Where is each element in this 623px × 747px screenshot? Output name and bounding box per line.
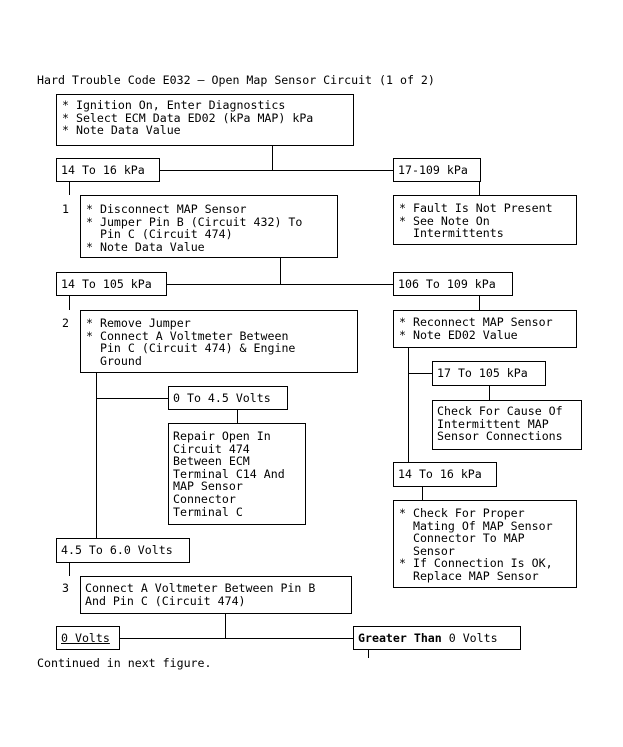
start-box: * Ignition On, Enter Diagnostics * Selec… [56, 94, 354, 146]
branch-0-volts: 0 Volts [56, 626, 120, 650]
connector [120, 638, 353, 639]
connector [69, 296, 70, 310]
connector [489, 386, 490, 400]
check-intermittent-box: Check For Cause Of Intermittent MAP Sens… [432, 400, 582, 450]
fault-not-present-box: * Fault Is Not Present * See Note On Int… [393, 195, 577, 245]
step2-box: * Remove Jumper * Connect A Voltmeter Be… [80, 310, 358, 373]
connector [96, 398, 168, 399]
connector [225, 614, 226, 638]
check-mating-box: * Check For Proper Mating Of MAP Sensor … [393, 500, 577, 588]
branch-14-16-kpa: 14 To 16 kPa [56, 158, 160, 182]
connector [69, 563, 70, 576]
step-number-2: 2 [62, 316, 69, 330]
connector [422, 487, 423, 500]
step-number-3: 3 [62, 581, 69, 595]
greater-than-label: Greater Than [358, 631, 442, 645]
connector [408, 348, 409, 462]
connector [160, 170, 393, 171]
branch-14-16-kpa-b: 14 To 16 kPa [393, 462, 497, 487]
step1-box: * Disconnect MAP Sensor * Jumper Pin B (… [80, 195, 338, 258]
step-number-1: 1 [62, 202, 69, 216]
greater-than-value: 0 Volts [441, 631, 498, 645]
footer-note: Continued in next figure. [37, 656, 212, 670]
diagram-title: Hard Trouble Code E032 – Open Map Sensor… [37, 73, 435, 87]
branch-106-109-kpa: 106 To 109 kPa [393, 272, 513, 296]
branch-4.5-6.0-volts: 4.5 To 6.0 Volts [56, 538, 190, 563]
connector [237, 410, 238, 423]
branch-greater-than-0-volts: Greater Than 0 Volts [353, 626, 521, 650]
connector [479, 182, 480, 195]
connector [96, 373, 97, 538]
branch-0-4.5-volts: 0 To 4.5 Volts [168, 386, 288, 410]
repair-open-box: Repair Open In Circuit 474 Between ECM T… [168, 423, 306, 525]
connector [69, 182, 70, 195]
connector [408, 373, 432, 374]
connector [280, 258, 281, 284]
connector [479, 296, 480, 310]
connector [272, 146, 273, 170]
step3-box: Connect A Voltmeter Between Pin B And Pi… [80, 576, 352, 614]
connector [368, 650, 369, 658]
reconnect-map-box: * Reconnect MAP Sensor * Note ED02 Value [393, 310, 577, 348]
connector [167, 284, 394, 285]
branch-17-109-kpa: 17-109 kPa [393, 158, 481, 182]
branch-17-105-kpa: 17 To 105 kPa [432, 361, 546, 386]
branch-14-105-kpa: 14 To 105 kPa [56, 272, 167, 296]
